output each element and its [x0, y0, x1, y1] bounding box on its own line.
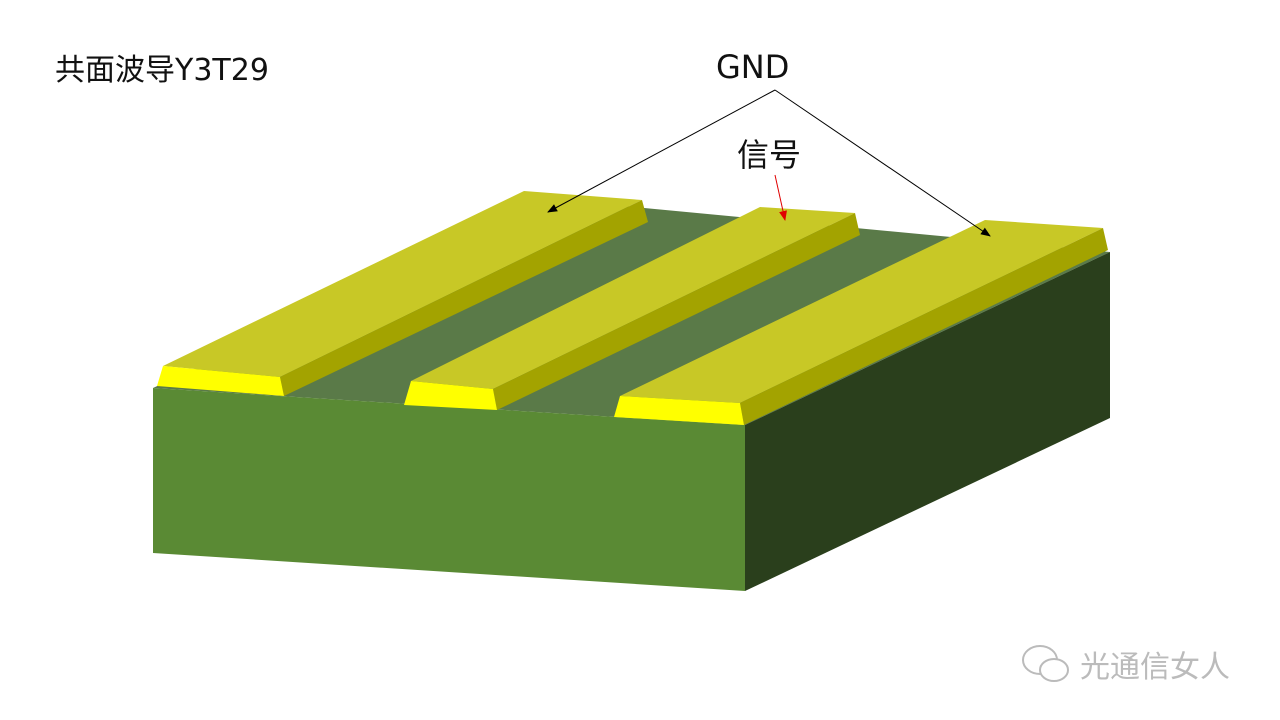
- substrate-side: [745, 252, 1110, 591]
- diagram-title: 共面波导Y3T29: [55, 53, 269, 88]
- gnd-strip-right: [614, 220, 1108, 425]
- wechat-icon: [1022, 645, 1069, 682]
- gnd-arrow-left: [547, 89, 776, 213]
- signal-strip: [404, 207, 860, 410]
- watermark-text: 光通信女人: [1080, 650, 1230, 685]
- watermark: 光通信女人: [1020, 642, 1230, 686]
- signal-arrow: [774, 174, 787, 221]
- gnd-strip-left: [157, 191, 648, 396]
- signal-label: 信号: [737, 136, 802, 174]
- gnd-arrow-right: [774, 89, 991, 237]
- gnd-label: GND: [716, 48, 790, 86]
- substrate-front: [153, 388, 745, 591]
